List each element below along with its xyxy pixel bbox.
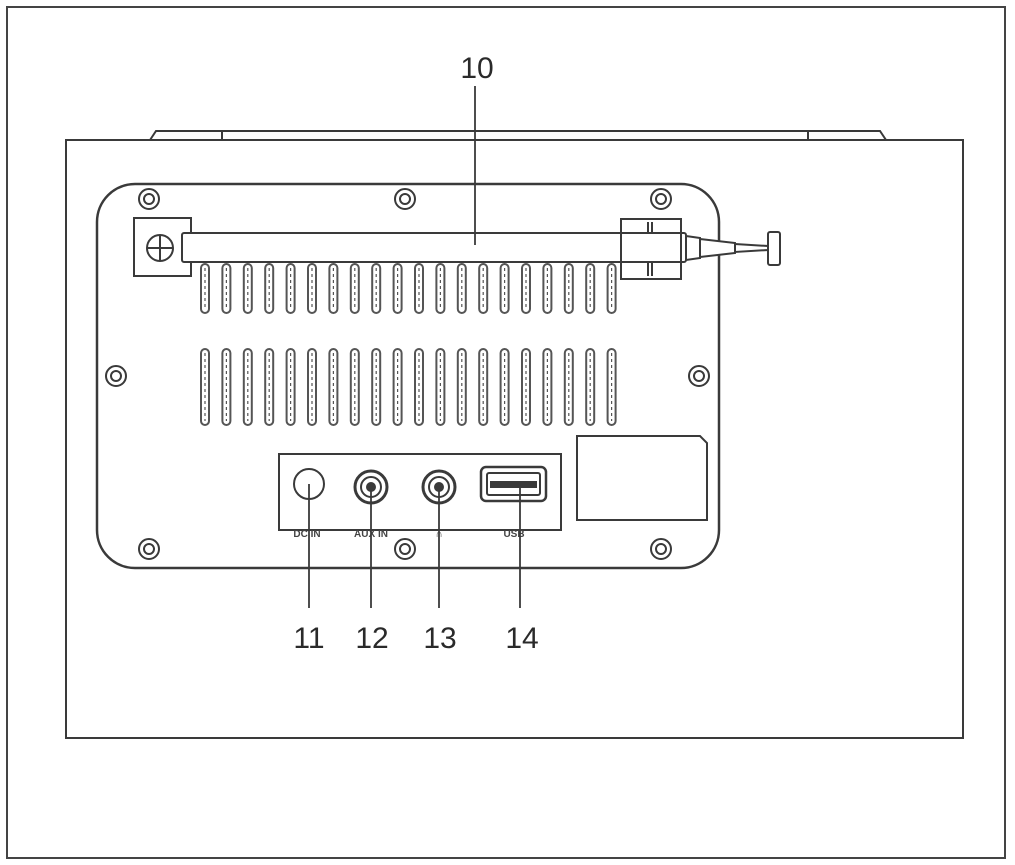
antenna-tip — [685, 234, 701, 262]
vent-grille — [200, 263, 617, 426]
vent-slot — [499, 348, 510, 426]
vent-slot — [264, 348, 275, 426]
screw-icon — [688, 365, 710, 387]
screw-icon — [105, 365, 127, 387]
vent-slot — [221, 348, 232, 426]
vent-slot — [392, 348, 403, 426]
callout-10: 10 — [460, 52, 493, 85]
vent-slot — [242, 348, 253, 426]
vent-slot — [478, 348, 489, 426]
telescopic-antenna — [133, 217, 781, 280]
screw-group — [105, 188, 710, 560]
screw-icon — [650, 188, 672, 210]
callout-14: 14 — [505, 622, 538, 655]
dc-in-label: DC IN — [293, 529, 320, 540]
screw-icon — [138, 188, 160, 210]
screw-icon — [138, 538, 160, 560]
vent-slot — [435, 348, 446, 426]
port-panel — [278, 453, 562, 531]
callout-11: 11 — [293, 622, 324, 655]
rating-label-plate — [576, 435, 708, 521]
usb-label: USB — [503, 529, 524, 540]
callout-12: 12 — [355, 622, 388, 655]
vent-slot — [585, 348, 596, 426]
vent-slot — [328, 348, 339, 426]
vent-slot — [414, 348, 424, 426]
vent-slot — [371, 348, 382, 426]
vent-slot — [563, 348, 574, 426]
vent-slot — [285, 348, 296, 426]
screw-icon — [394, 538, 416, 560]
vent-slot — [307, 348, 317, 426]
vent-slot — [542, 348, 553, 426]
leader-lines — [308, 86, 521, 608]
antenna-rod — [181, 232, 687, 263]
vent-slot — [349, 348, 360, 426]
screw-icon — [650, 538, 672, 560]
screw-icon — [394, 188, 416, 210]
callout-13: 13 — [423, 622, 456, 655]
vent-slot — [521, 348, 531, 426]
device-top-ridge — [148, 130, 888, 141]
vent-slot — [200, 348, 210, 426]
vent-slot — [456, 348, 467, 426]
vent-slot — [606, 348, 617, 426]
antenna-clip — [620, 218, 682, 280]
